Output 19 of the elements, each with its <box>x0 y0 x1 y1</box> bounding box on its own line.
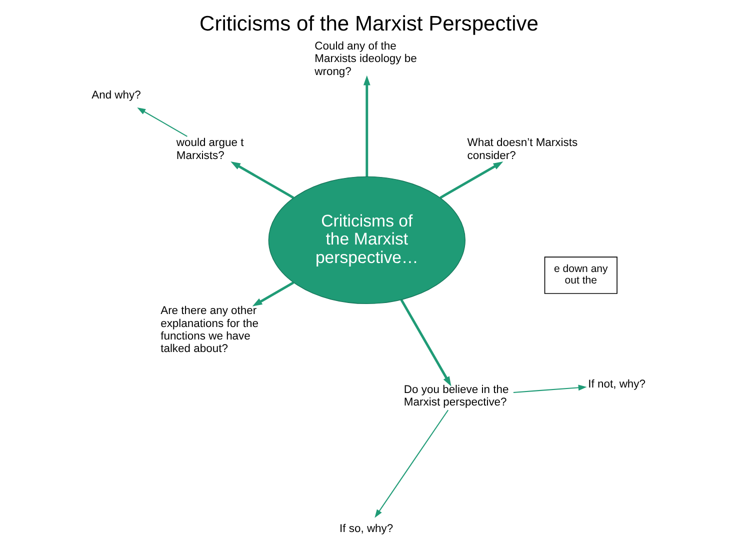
node-text: Do you believe in the Marxist perspective? <box>404 384 509 409</box>
arrow <box>440 162 504 199</box>
arrow <box>230 162 294 199</box>
diagram-title: Criticisms of the Marxist Perspective <box>200 12 538 36</box>
node-text: And why? <box>92 89 141 102</box>
node-ellipse: Criticisms of the Marxist perspective… <box>268 176 466 304</box>
node-text: Are there any other explanations for the functions we have talked about? <box>160 305 259 356</box>
node-text: would argue t Marxists? <box>176 137 244 162</box>
node-text: If so, why? <box>340 522 394 535</box>
arrow <box>363 75 370 176</box>
node-text: If not, why? <box>588 378 646 390</box>
arrow <box>137 108 188 137</box>
node-text: What doesn’t Marxists consider? <box>467 137 578 162</box>
arrow <box>513 384 587 393</box>
arrow <box>374 410 449 518</box>
arrow <box>252 282 294 306</box>
node-box: e down any out the <box>544 256 618 294</box>
node-text: Could any of the Marxists ideology be wrong? <box>314 40 417 78</box>
arrow <box>400 299 452 386</box>
